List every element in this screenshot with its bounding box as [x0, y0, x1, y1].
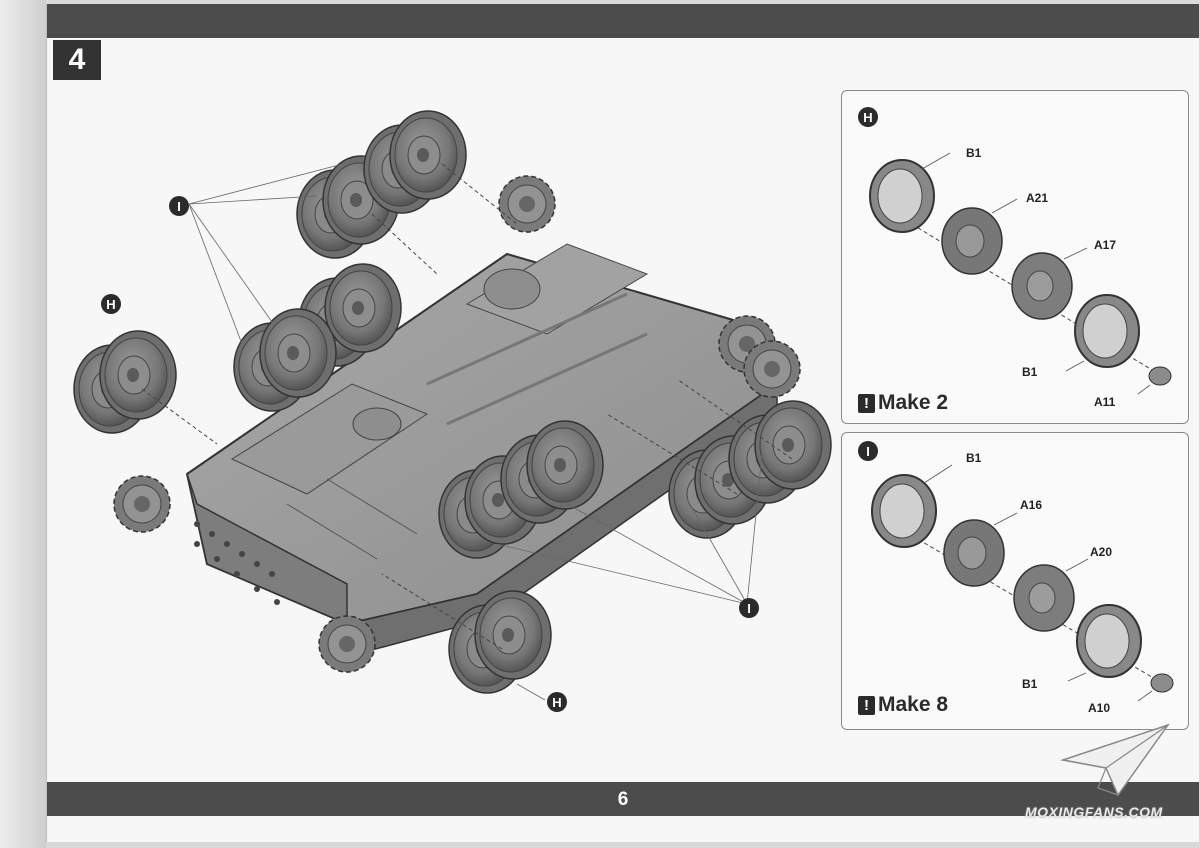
instruction-page: 4 [46, 4, 1199, 842]
warning-icon: ! [858, 695, 875, 715]
part-label: A20 [1090, 545, 1113, 559]
part-label: A10 [1088, 701, 1111, 715]
subassembly-panel-I: I B1 A16 A20 B1 A10 ! Make 8 [841, 432, 1189, 730]
header-bar [47, 4, 1199, 38]
callout-badge-I-top: I [169, 196, 189, 216]
make-quantity-H: ! Make 2 [858, 391, 948, 415]
part-label: A21 [1026, 191, 1049, 205]
make-quantity-I: ! Make 8 [858, 693, 948, 717]
callout-badge-I-right: I [739, 598, 759, 618]
part-label: B1 [1022, 365, 1038, 379]
step-number: 4 [68, 43, 86, 76]
part-label: B1 [966, 146, 982, 160]
subassembly-badge-H: H [858, 107, 878, 127]
part-label: A11 [1094, 395, 1116, 409]
page-number: 6 [617, 789, 629, 810]
subassembly-panel-H: H B1 A21 A17 B1 A11 ! Make 2 [841, 90, 1189, 424]
footer-bar: 6 [47, 782, 1199, 816]
part-label: B1 [1022, 677, 1038, 691]
watermark-text: MOXINGFANS.COM [1025, 804, 1163, 820]
page-binding-shadow [0, 0, 46, 848]
subassembly-badge-I: I [858, 441, 878, 461]
part-label: A17 [1094, 238, 1117, 252]
step-number-box: 4 [53, 40, 101, 80]
part-label: B1 [966, 451, 982, 465]
part-label: A16 [1020, 498, 1043, 512]
warning-icon: ! [858, 393, 875, 413]
hull-assembly-illustration [73, 110, 832, 701]
callout-badge-H-left: H [101, 294, 121, 314]
callout-badge-H-bottom: H [547, 692, 567, 712]
paper-plane-logo-icon [1060, 723, 1170, 797]
